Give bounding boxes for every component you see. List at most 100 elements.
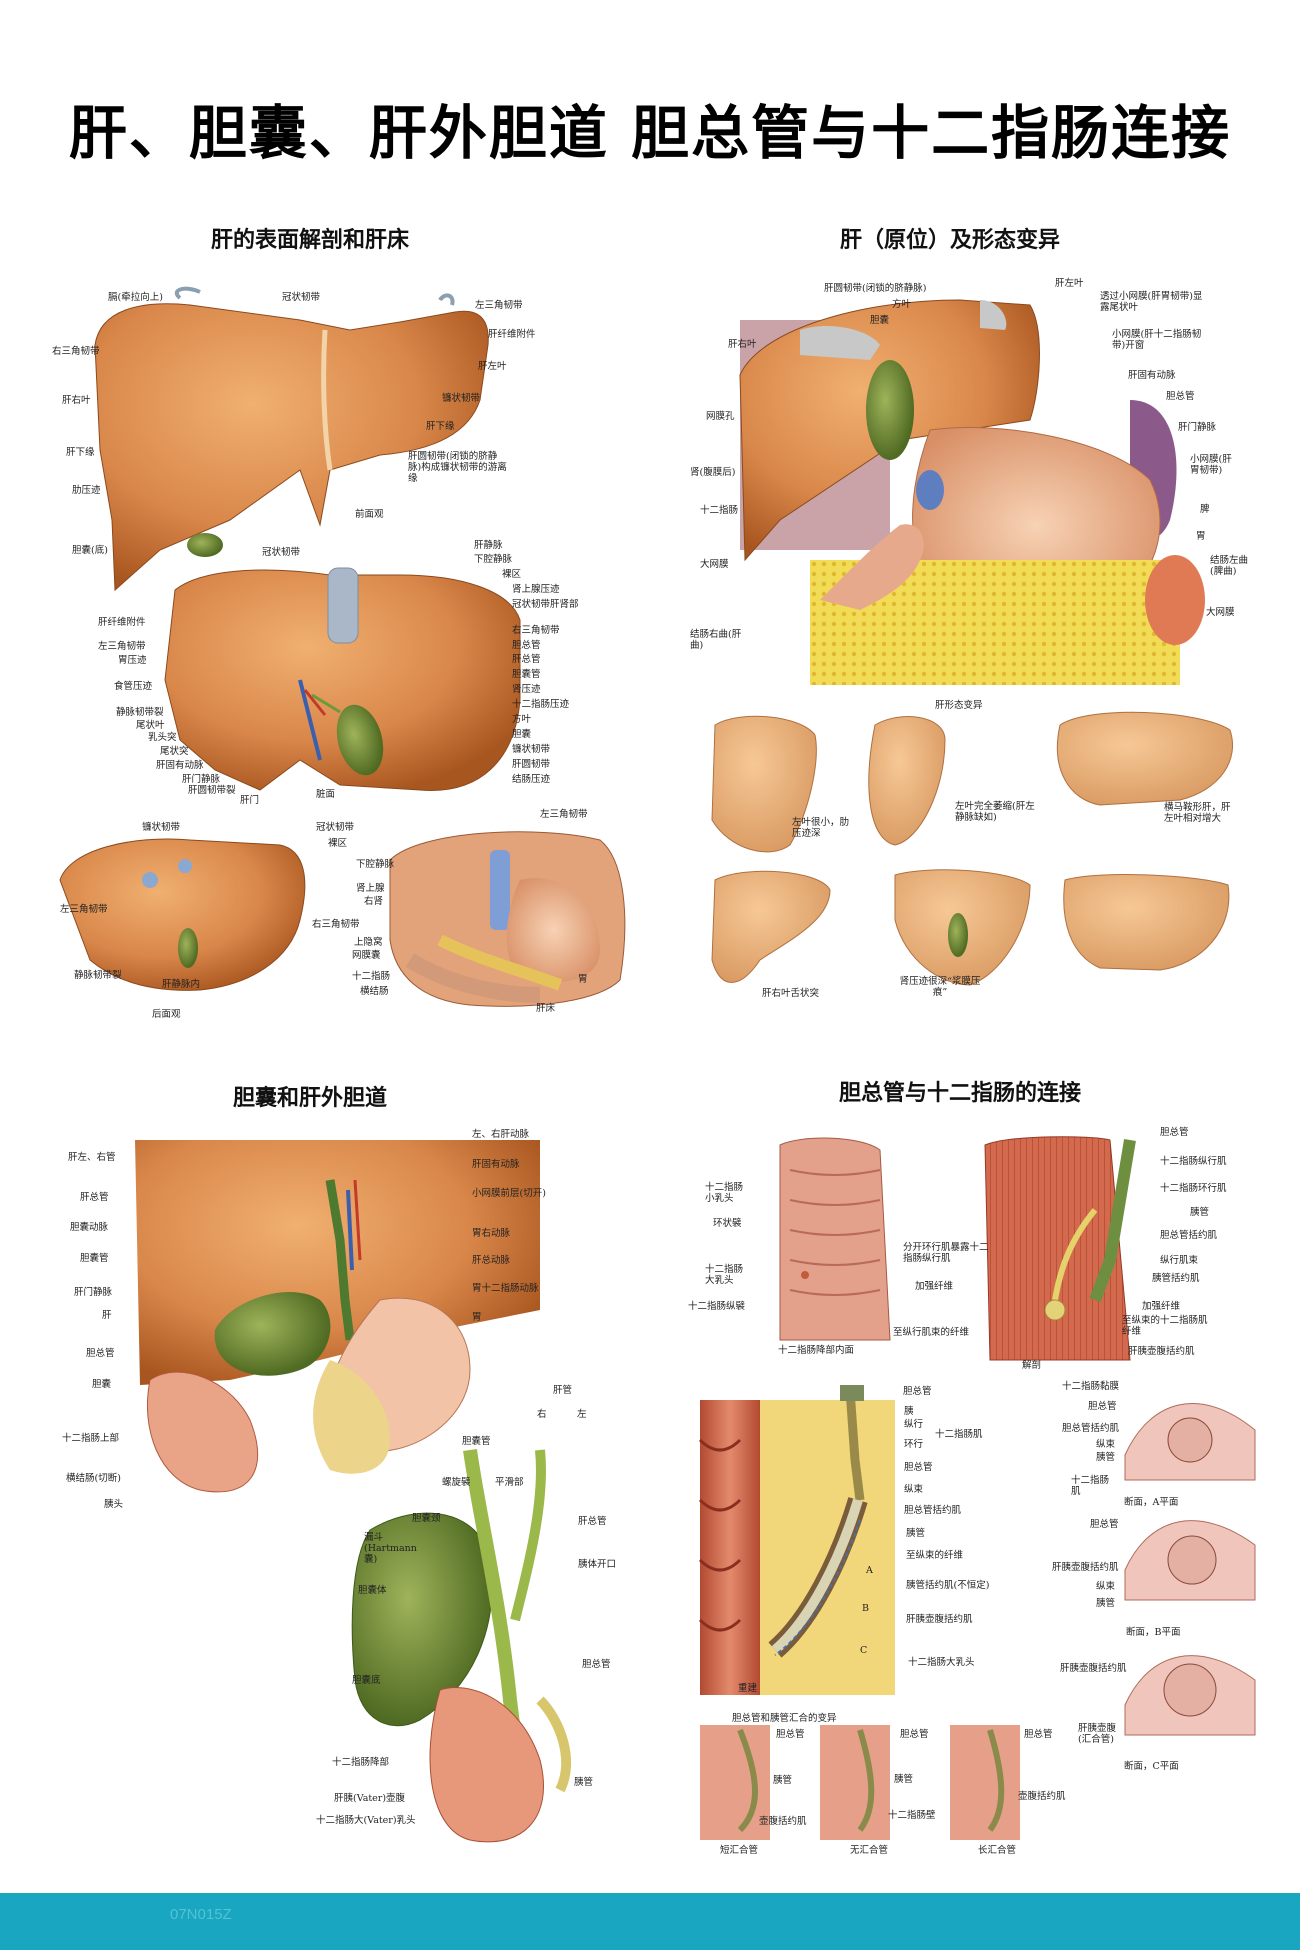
label: 十二指肠压迹 <box>512 699 570 710</box>
label: 肝右叶舌状突 <box>762 988 820 999</box>
label: 纵束 <box>1096 1439 1116 1450</box>
label: 镰状韧带 <box>142 822 181 833</box>
label: 胰管 <box>906 1528 926 1539</box>
label: 方叶 <box>512 714 532 725</box>
label: 壶腹括约肌 <box>759 1816 807 1827</box>
label: 肝下缘 <box>66 447 95 458</box>
label: 加强纤维 <box>1142 1301 1181 1312</box>
duodenum-dissection <box>984 1136 1136 1361</box>
label: 肝下缘 <box>426 421 455 432</box>
gallbladder-detail <box>351 1449 572 1843</box>
label: 至纵束的纤维 <box>906 1550 964 1561</box>
label: 胆囊动脉 <box>70 1222 109 1233</box>
section-title-q3: 胆囊和肝外胆道 <box>232 1086 387 1111</box>
label: 肝总管 <box>578 1516 607 1527</box>
label: 横马鞍形肝，肝左叶相对增大 <box>1164 802 1231 824</box>
label: 十二指肠小乳头 <box>705 1182 744 1204</box>
label: 肝门静脉 <box>1178 422 1217 433</box>
label: 十二指肠 <box>700 505 739 516</box>
label: 下腔静脉 <box>356 859 395 870</box>
label: 脾 <box>1200 504 1210 515</box>
caption-inferior: 脏面 <box>316 789 336 800</box>
label: 肝左叶 <box>478 361 507 372</box>
label: 胆囊 <box>92 1379 112 1390</box>
label: 胃 <box>472 1312 482 1323</box>
label: 冠状韧带 <box>316 822 355 833</box>
gallbladder-bile-ducts <box>135 1140 540 1493</box>
label: 胰管括约肌 <box>1152 1273 1200 1284</box>
label: 肾压迹很深“浆膜压痕” <box>899 976 981 998</box>
label: 胃压迹 <box>118 655 147 666</box>
ampulla-reconstruction <box>698 1385 895 1695</box>
label: 结肠压迹 <box>512 774 551 785</box>
label: 左三角韧带 <box>475 300 523 311</box>
liver-anterior-view <box>94 286 489 592</box>
label: 胆囊颈 <box>412 1513 441 1524</box>
label: 胆总管 <box>904 1462 933 1473</box>
label: 右三角韧带 <box>52 346 100 357</box>
duodenum-interior <box>779 1137 891 1341</box>
duct-junction-variants <box>700 1725 1020 1840</box>
label: 十二指肠纵襞 <box>688 1301 746 1312</box>
label: 胆总管 <box>1090 1519 1119 1530</box>
label: 肝胰壶腹括约肌 <box>906 1614 973 1625</box>
label: 大网膜 <box>700 559 729 570</box>
label: 肝圆韧带(闭锁的脐静脉)构成镰状韧带的游离缘 <box>408 451 507 484</box>
liver-bed-view <box>389 831 626 1007</box>
label: 平滑部 <box>495 1477 524 1488</box>
label: 右 <box>537 1409 547 1420</box>
label: 胆囊管 <box>80 1253 109 1264</box>
caption-duodenum-interior: 十二指肠降部内面 <box>778 1345 855 1356</box>
label: 肝圆韧带 <box>512 759 551 770</box>
label: 十二指肠大(Vater)乳头 <box>316 1815 416 1826</box>
label: 裸区 <box>502 569 522 580</box>
label: 肝胰壶腹括约肌 <box>1052 1562 1119 1573</box>
label: 肝固有动脉 <box>1128 370 1176 381</box>
label: 左 <box>577 1409 587 1420</box>
label: 尾状叶 <box>136 720 165 731</box>
label: 胆囊管 <box>462 1436 491 1447</box>
label: 分开环行肌暴露十二指肠纵行肌 <box>903 1242 989 1264</box>
label: 肾(腹膜后) <box>690 467 736 478</box>
liver-shape-variants <box>711 711 1234 986</box>
liver-inferior-view <box>164 567 521 791</box>
label: 透过小网膜(肝胃韧带)显露尾状叶 <box>1100 291 1203 313</box>
label: 胃右动脉 <box>472 1228 511 1239</box>
label: 胰管 <box>1096 1452 1116 1463</box>
liver-posterior-view <box>59 838 306 991</box>
label: 胆囊管 <box>512 669 541 680</box>
label: 肾压迹 <box>512 684 541 695</box>
label: 十二指肠肌 <box>935 1429 983 1440</box>
label: 冠状韧带 <box>282 292 321 303</box>
label: 镰状韧带 <box>512 744 551 755</box>
label: 肾上腺压迹 <box>512 584 560 595</box>
label: 纵行肌束 <box>1160 1255 1199 1266</box>
label: 左三角韧带 <box>98 641 146 652</box>
label: 胆总管 <box>582 1659 611 1670</box>
caption-anterior: 前面观 <box>355 509 384 520</box>
label: 左、右肝动脉 <box>472 1129 530 1140</box>
label-A: A <box>866 1565 873 1576</box>
label: 胆总管 <box>900 1729 929 1740</box>
label: 肝总管 <box>512 654 541 665</box>
label: 胰管 <box>1190 1207 1210 1218</box>
label: 胆总管 <box>776 1729 805 1740</box>
label: 断面，A平面 <box>1124 1497 1179 1508</box>
label: 食管压迹 <box>114 681 153 692</box>
label: 肝左、右管 <box>68 1152 116 1163</box>
label: 十二指肠 <box>352 971 391 982</box>
label: 横结肠(切断) <box>66 1473 121 1484</box>
label: 胰头 <box>104 1499 124 1510</box>
label: 左叶完全萎缩(肝左静脉缺如) <box>955 801 1035 823</box>
label: 右肾 <box>364 896 384 907</box>
label: 肝门 <box>240 795 260 806</box>
label: 十二指肠黏膜 <box>1062 1381 1120 1392</box>
label: 胃十二指肠动脉 <box>472 1283 539 1294</box>
label: 环状襞 <box>713 1218 742 1229</box>
label: 十二指肠纵行肌 <box>1160 1156 1227 1167</box>
label: 胆总管 <box>1166 391 1195 402</box>
label: 结肠左曲(脾曲) <box>1210 555 1249 577</box>
label: 横结肠 <box>360 986 389 997</box>
label: 肝 <box>102 1310 112 1321</box>
label: 肝胰(Vater)壶腹 <box>334 1793 406 1804</box>
